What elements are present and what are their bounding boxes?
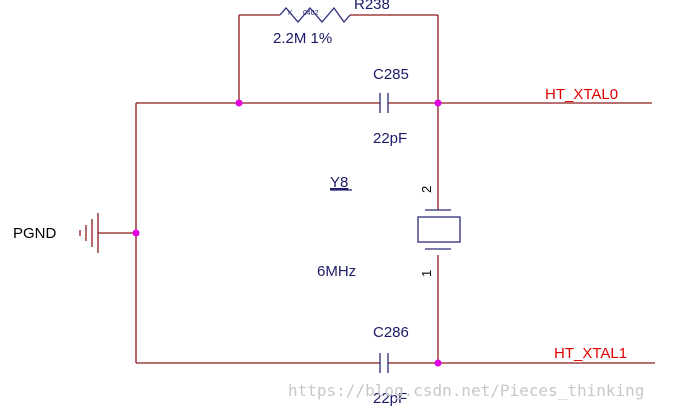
c285-value: 22pF <box>373 130 407 147</box>
crystal-body <box>417 216 461 243</box>
capacitor-c286: C286 22pF <box>373 324 409 407</box>
resistor-r238: 0402 K R238 2.2M 1% <box>273 0 390 47</box>
junction-dot <box>132 229 140 237</box>
junction-dot <box>434 99 442 107</box>
junctions <box>132 99 442 367</box>
r238-ref: R238 <box>354 0 390 13</box>
ground-symbol: PGND <box>13 213 99 253</box>
crystal-pin-1: 1 <box>419 270 434 277</box>
net-label-xtal1: HT_XTAL1 <box>554 345 627 362</box>
net-label-xtal0: HT_XTAL0 <box>545 86 618 103</box>
c286-value: 22pF <box>373 390 407 407</box>
y8-value: 6MHz <box>317 263 356 280</box>
crystal-pin-2: 2 <box>419 186 434 193</box>
r238-pin-mark: K <box>288 10 293 17</box>
r238-value: 2.2M 1% <box>273 30 332 47</box>
c286-ref: C286 <box>373 324 409 341</box>
c285-ref: C285 <box>373 66 409 83</box>
r238-package: 0402 <box>303 10 319 17</box>
ground-net-label: PGND <box>13 225 57 242</box>
y8-ref: Y8 <box>330 174 348 191</box>
watermark: https://blog.csdn.net/Pieces_thinking <box>288 381 644 400</box>
crystal-y8: 2 1 Y8 6MHz <box>317 174 461 280</box>
junction-dot <box>235 99 243 107</box>
capacitor-c285: C285 22pF <box>373 66 409 147</box>
resistor-zigzag <box>279 6 351 24</box>
junction-dot <box>434 359 442 367</box>
